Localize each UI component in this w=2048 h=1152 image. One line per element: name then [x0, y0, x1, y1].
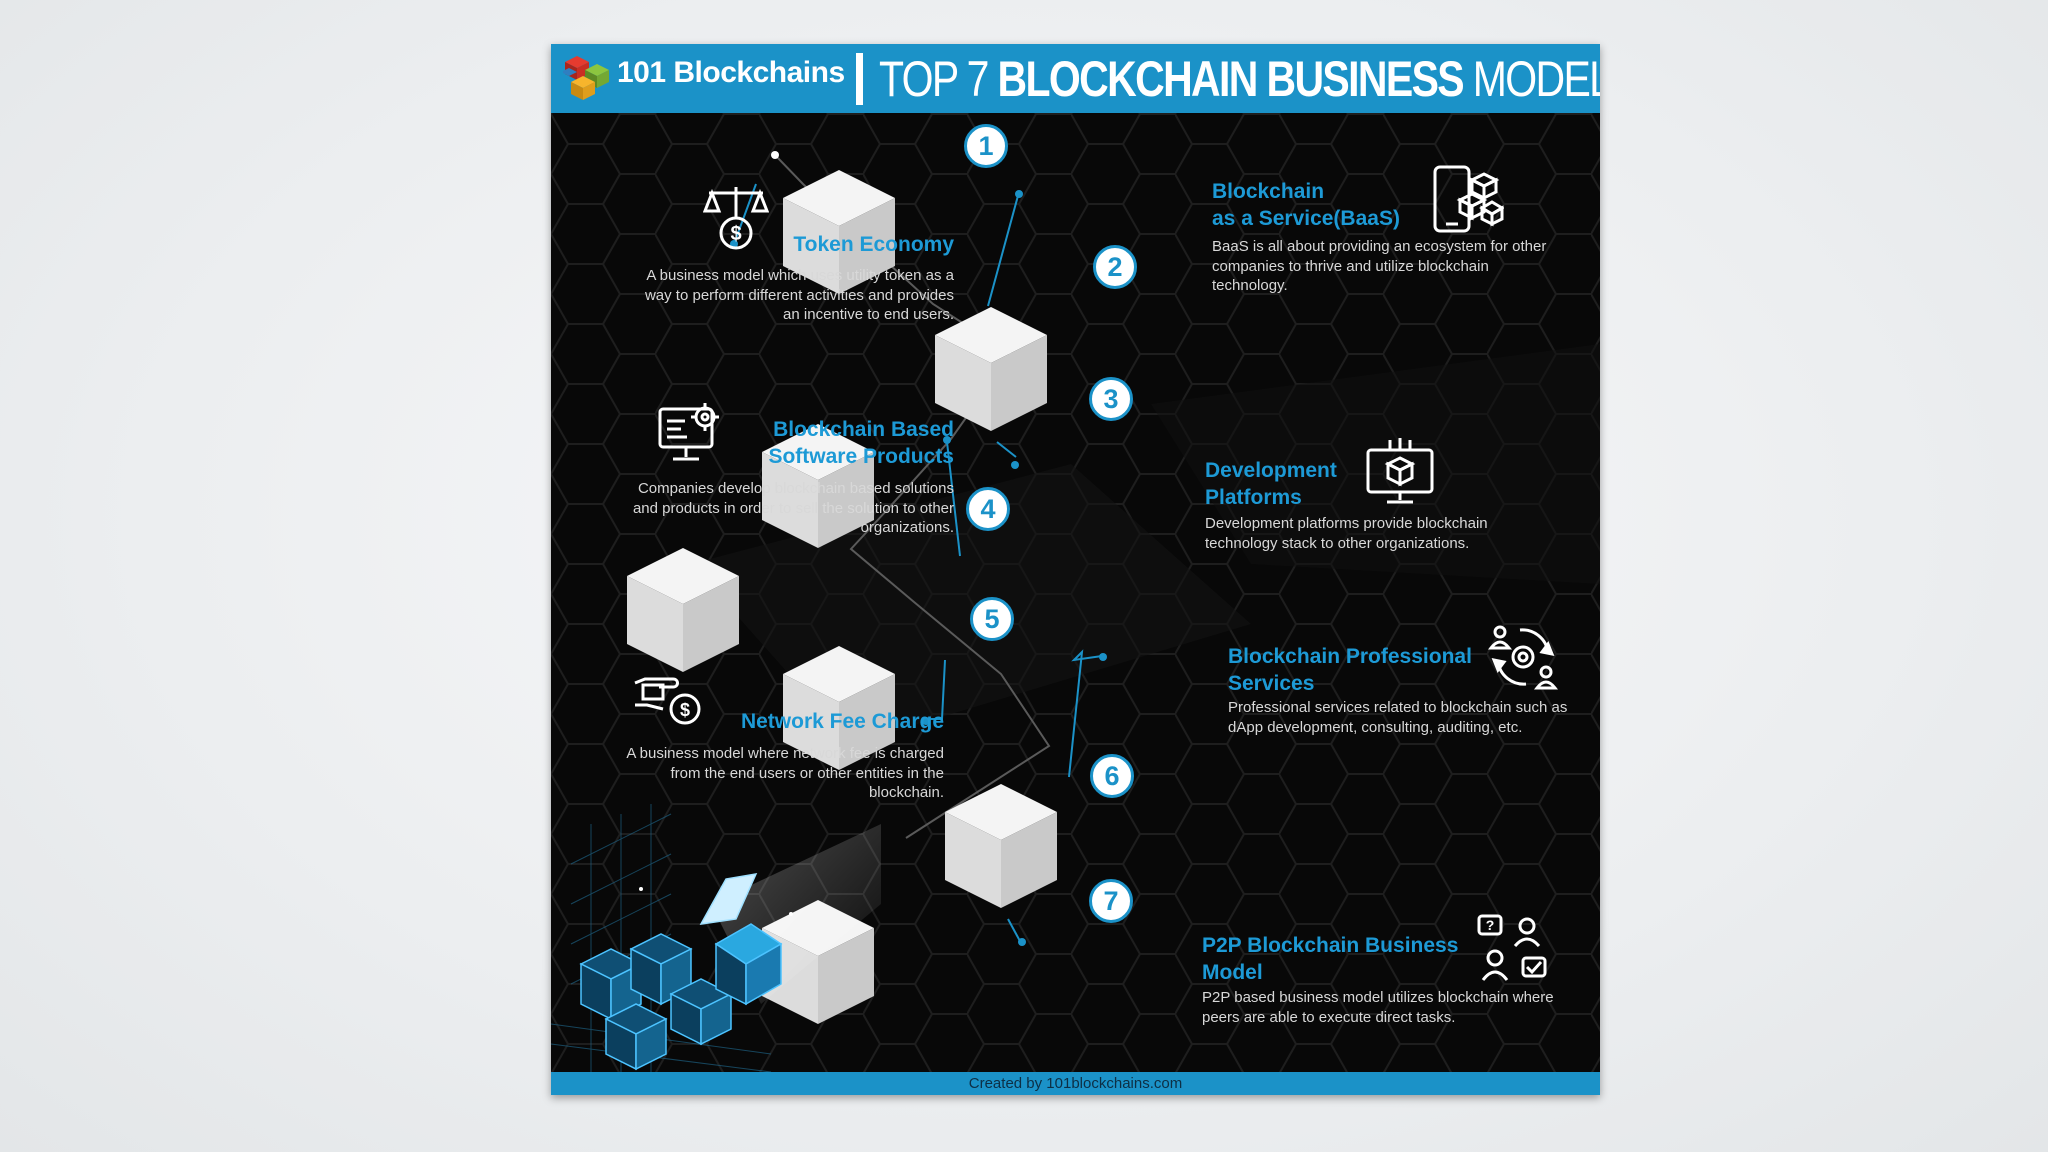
page-title: TOP 7 BLOCKCHAIN BUSINESS MODELS	[879, 49, 1600, 109]
scale-dollar-icon: $	[703, 187, 769, 250]
step-7-heading-line-1: P2P Blockchain Business	[1202, 934, 1459, 957]
glowing-cubes-illustration	[551, 804, 881, 1073]
hand-coin-icon: $	[634, 677, 701, 725]
title-prefix: TOP 7	[879, 51, 998, 107]
phone-blocks-icon	[1433, 165, 1504, 233]
monitor-cube-icon	[1366, 438, 1434, 504]
step-3-heading-line-1: Development	[1205, 459, 1337, 482]
step-2-heading: Blockchain as a Service(BaaS)	[1212, 178, 1442, 232]
svg-text:$: $	[730, 223, 741, 245]
peer-users-icon: ?	[1477, 914, 1547, 981]
step-4-heading-line-1: Blockchain Based	[773, 418, 954, 441]
logo-text: 101 Blockchains	[617, 56, 845, 89]
header-divider	[856, 53, 863, 105]
step-1-description: A business model which uses utility toke…	[644, 267, 954, 323]
infographic: 101 Blockchains TOP 7 BLOCKCHAIN BUSINES…	[551, 44, 1600, 1095]
step-number-4: 4	[966, 487, 1010, 531]
step-number-6: 6	[1090, 754, 1134, 798]
step-6-heading-line-1: Blockchain Professional	[1228, 645, 1472, 668]
step-number-7: 7	[1089, 879, 1133, 923]
step-6-heading-line-2: Services	[1228, 672, 1315, 695]
step-3-heading-line-2: Platforms	[1205, 486, 1302, 509]
step-6-description: Professional services related to blockch…	[1228, 699, 1568, 736]
step-number-1: 1	[964, 124, 1008, 168]
step-2-description: BaaS is all about providing an ecosystem…	[1212, 238, 1547, 294]
step-4-heading: Blockchain Based Software Products	[721, 416, 954, 470]
step-3-description: Development platforms provide blockchain…	[1205, 515, 1488, 552]
step-7-description: P2P based business model utilizes blockc…	[1202, 989, 1554, 1026]
footer-credit: Created by 101blockchains.com	[551, 1072, 1600, 1095]
title-suffix: MODELS	[1472, 51, 1600, 107]
step-5-description: A business model where network fee is ch…	[626, 745, 944, 801]
svg-text:?: ?	[1486, 917, 1495, 933]
step-7-heading-line-2: Model	[1202, 961, 1263, 984]
background-graphics	[551, 113, 1600, 1073]
logo-cubes-icon	[563, 56, 609, 100]
step-5-heading: Network Fee Charge	[740, 710, 944, 733]
step-2-heading-line-1: Blockchain	[1212, 180, 1325, 203]
people-cycle-icon	[1488, 625, 1558, 690]
step-4-heading-line-2: Software Products	[768, 445, 954, 468]
step-7-heading: P2P Blockchain Business Model	[1202, 932, 1472, 986]
step-1-heading: Token Economy	[793, 233, 954, 256]
step-number-2: 2	[1093, 245, 1137, 289]
header-bar: 101 Blockchains TOP 7 BLOCKCHAIN BUSINES…	[551, 44, 1600, 113]
step-2-heading-line-2: as a Service(BaaS)	[1212, 207, 1400, 230]
svg-text:$: $	[680, 700, 690, 720]
step-6-heading: Blockchain Professional Services	[1228, 643, 1498, 697]
step-3-heading: Development Platforms	[1205, 457, 1365, 511]
step-4-description: Companies develop blockchain based solut…	[632, 480, 954, 536]
monitor-gear-icon	[658, 403, 719, 461]
title-emphasis: BLOCKCHAIN BUSINESS	[997, 51, 1465, 107]
step-number-3: 3	[1089, 377, 1133, 421]
step-number-5: 5	[970, 597, 1014, 641]
